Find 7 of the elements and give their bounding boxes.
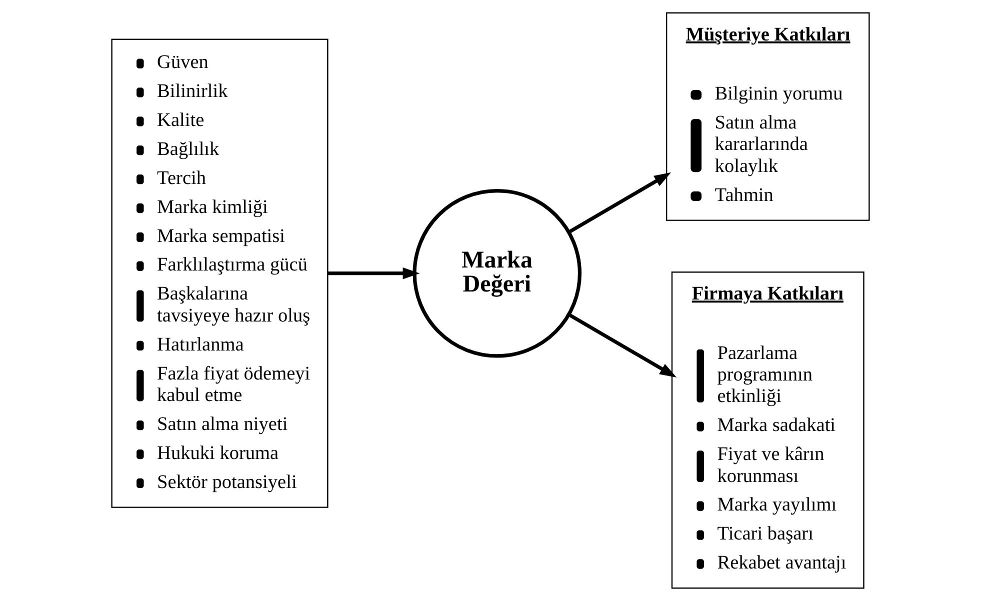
node-box: Güven Bilinirlik Kalite Bağlılık Tercih Marka kimliği Marka sempatisi Farklılaştırma gücü Başkalarına tavsiyeye hazır oluş Hatırlanma Fazla fiyat ödemeyi kabul etme Satın alma niyeti Hukuki koruma Sektör potansiyeli	[111, 38, 328, 508]
node-circle: Marka Değeri	[412, 188, 582, 358]
arrow	[568, 172, 672, 234]
arrow	[568, 313, 677, 378]
node-box: Müşteriye Katkıları Bilginin yorumu Satın alma kararlarında kolaylık Tahmin	[666, 12, 870, 221]
arrow	[328, 267, 420, 280]
node-box: Firmaya Katkıları Pazarlama programının etkinliği Marka sadakati Fiyat ve kârın korunması Marka yayılımı Ticari başarı Rekabet avantajı	[671, 272, 864, 589]
